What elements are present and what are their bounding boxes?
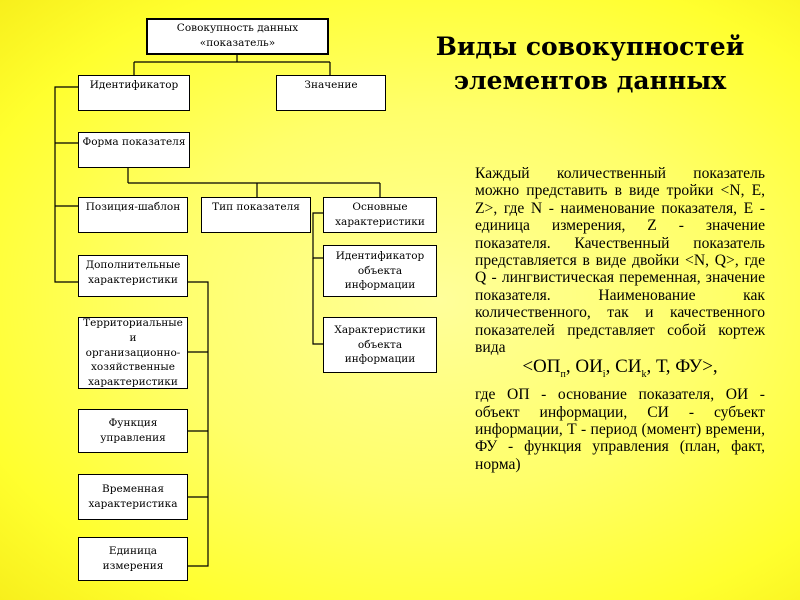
slide-title: Виды совокупностей элементов данных — [435, 32, 745, 95]
unit-of-measure-node: Единица измерения — [78, 537, 188, 581]
indicator-form-node: Форма показателя — [78, 132, 190, 168]
additional-characteristics-node: Дополнительные характеристики — [78, 255, 188, 297]
main-characteristics-node: Основные характеристики — [323, 197, 437, 233]
territorial-characteristics-node: Территориальные и организационно- хозяйс… — [78, 317, 188, 389]
formula-subscript: k — [641, 369, 647, 381]
connector-additional-spine — [188, 281, 209, 567]
formula-part: , ОИ — [565, 356, 603, 378]
root-node: Совокупность данных «показатель» — [146, 18, 329, 55]
tuple-formula: <ОПп, ОИi, СИk, Т, ФУ>, — [475, 356, 765, 386]
description-paragraph-1: Каждый количественный показатель можно п… — [475, 165, 765, 357]
indicator-type-node: Тип показателя — [201, 197, 311, 233]
time-characteristic-node: Временная характеристика — [78, 474, 188, 520]
value-node: Значение — [276, 75, 386, 111]
connector-main-spine — [312, 212, 323, 259]
formula-part: , СИ — [605, 356, 642, 378]
formula-subscript: п — [560, 369, 566, 381]
formula-part: , Т, ФУ>, — [646, 356, 718, 378]
management-function-node: Функция управления — [78, 409, 188, 453]
object-identifier-node: Идентификатор объекта информации — [323, 245, 437, 297]
identifier-node: Идентификатор — [78, 75, 190, 111]
connector-identifier-spine — [54, 86, 78, 283]
description-paragraph-2: где ОП - основание показателя, ОИ - объе… — [475, 386, 765, 473]
description-text: Каждый количественный показатель можно п… — [475, 165, 765, 473]
connector-main-to-objchar — [312, 258, 323, 345]
object-characteristics-node: Характеристики объекта информации — [323, 317, 437, 373]
position-template-node: Позиция-шаблон — [78, 197, 188, 233]
formula-part: <ОП — [522, 356, 561, 378]
formula-subscript: i — [602, 369, 606, 381]
